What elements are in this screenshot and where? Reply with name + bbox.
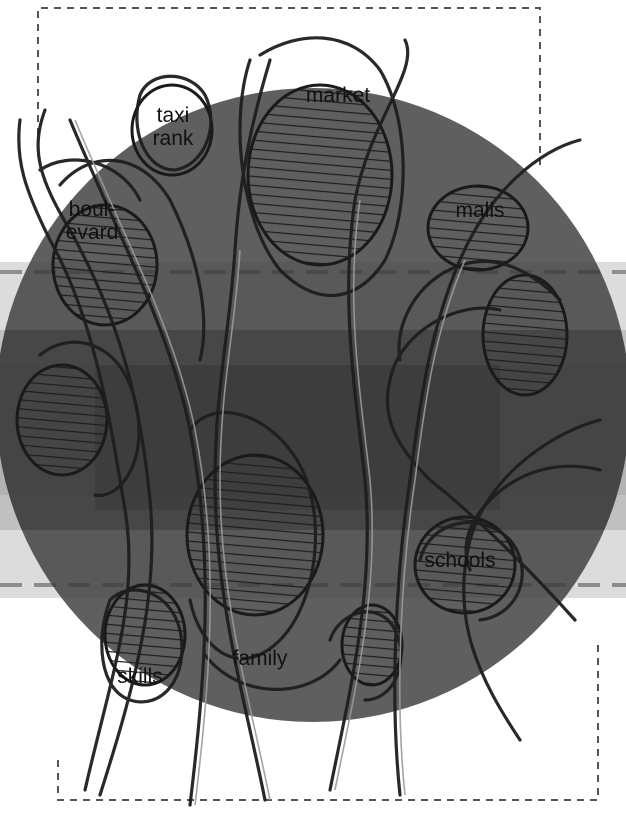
malls-label: malls <box>440 199 520 222</box>
family-label: family <box>215 647 305 670</box>
boulevard-label: boul- evard <box>52 198 132 244</box>
market-node <box>248 85 392 265</box>
taxi-label-line2: rank <box>153 127 194 150</box>
schools-label: schools <box>405 549 515 572</box>
boulevard-label-line2: evard <box>66 221 119 244</box>
taxi-label-line1: taxi <box>157 104 190 127</box>
left-middle-node <box>17 365 107 475</box>
taxi-rank-label: taxi rank <box>138 104 208 150</box>
market-label: market <box>288 84 388 107</box>
boulevard-label-line1: boul- <box>69 198 116 221</box>
family-node <box>187 455 323 615</box>
skills-label: skills <box>100 665 180 688</box>
